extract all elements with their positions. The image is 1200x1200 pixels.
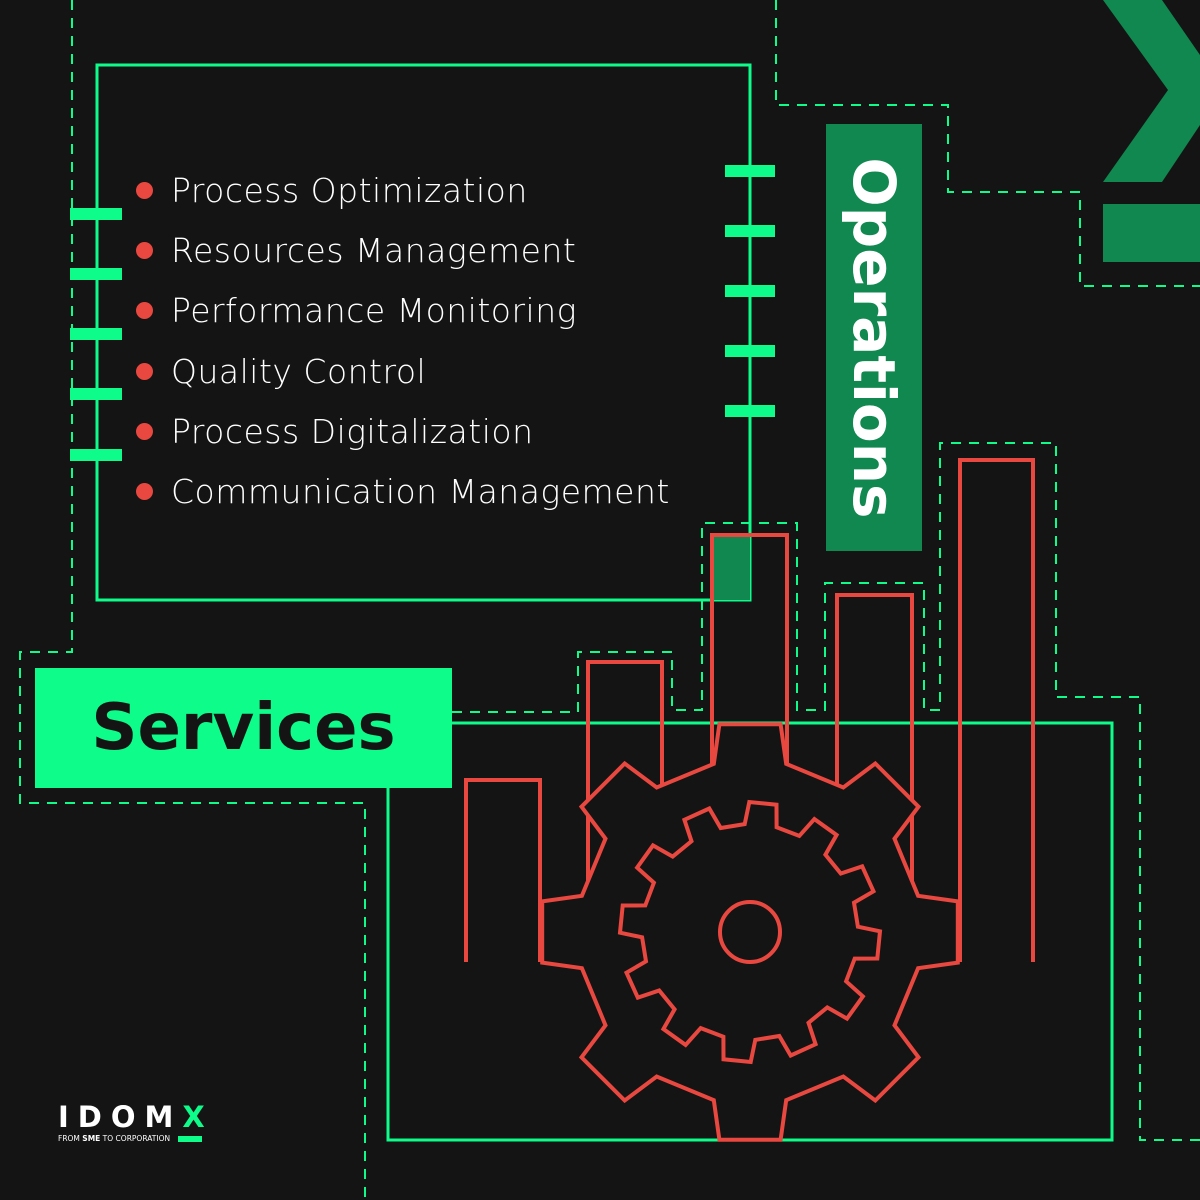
services-label: Services	[91, 691, 396, 765]
bullet-icon	[136, 483, 153, 501]
operations-heading: Operations	[826, 124, 922, 551]
list-item-label: Process Optimization	[171, 170, 528, 210]
gear-inner-icon	[617, 799, 883, 1065]
logo-word-main: IDOM	[58, 1100, 183, 1134]
logo-wordmark: IDOMX	[58, 1100, 214, 1134]
logo-word-accent: X	[182, 1100, 214, 1134]
bullet-icon	[136, 362, 153, 380]
list-item-label: Resources Management	[171, 230, 577, 270]
logo-tagline: FROM SME TO CORPORATION	[58, 1134, 214, 1143]
bar-5	[958, 458, 1035, 962]
list-item-label: Performance Monitoring	[171, 291, 577, 331]
list-item: Resources Management	[136, 220, 670, 280]
list-item-label: Communication Management	[171, 472, 670, 512]
red-bar-chart	[464, 458, 1035, 962]
bar-2	[586, 660, 664, 900]
bullet-icon	[136, 181, 153, 199]
services-list: Process Optimization Resources Managemen…	[136, 160, 670, 522]
bar-4	[835, 593, 914, 900]
list-item: Process Digitalization	[136, 401, 670, 461]
idomx-logo: IDOMX FROM SME TO CORPORATION	[58, 1100, 214, 1143]
tagline-post: TO CORPORATION	[100, 1134, 171, 1143]
tagline-bold: SME	[82, 1134, 101, 1143]
list-item: Performance Monitoring	[136, 281, 670, 341]
bullet-icon	[136, 302, 153, 320]
x-logo-mark	[1103, 0, 1200, 262]
bullet-icon	[136, 241, 153, 259]
bar-3	[710, 533, 789, 900]
operations-label: Operations	[840, 156, 908, 519]
list-item: Quality Control	[136, 341, 670, 401]
gear-hub	[718, 900, 782, 964]
list-item: Process Optimization	[136, 160, 670, 220]
bar-1	[464, 778, 542, 962]
dashed-lines	[19, 0, 1200, 1200]
list-item-label: Process Digitalization	[171, 411, 534, 451]
list-item-label: Quality Control	[171, 351, 427, 391]
services-heading: Services	[35, 668, 452, 788]
bullet-icon	[136, 422, 153, 440]
binder-ticks	[70, 165, 775, 461]
green-block	[712, 535, 750, 600]
tagline-pre: FROM	[58, 1134, 83, 1143]
list-item: Communication Management	[136, 461, 670, 521]
logo-bar	[178, 1135, 203, 1142]
